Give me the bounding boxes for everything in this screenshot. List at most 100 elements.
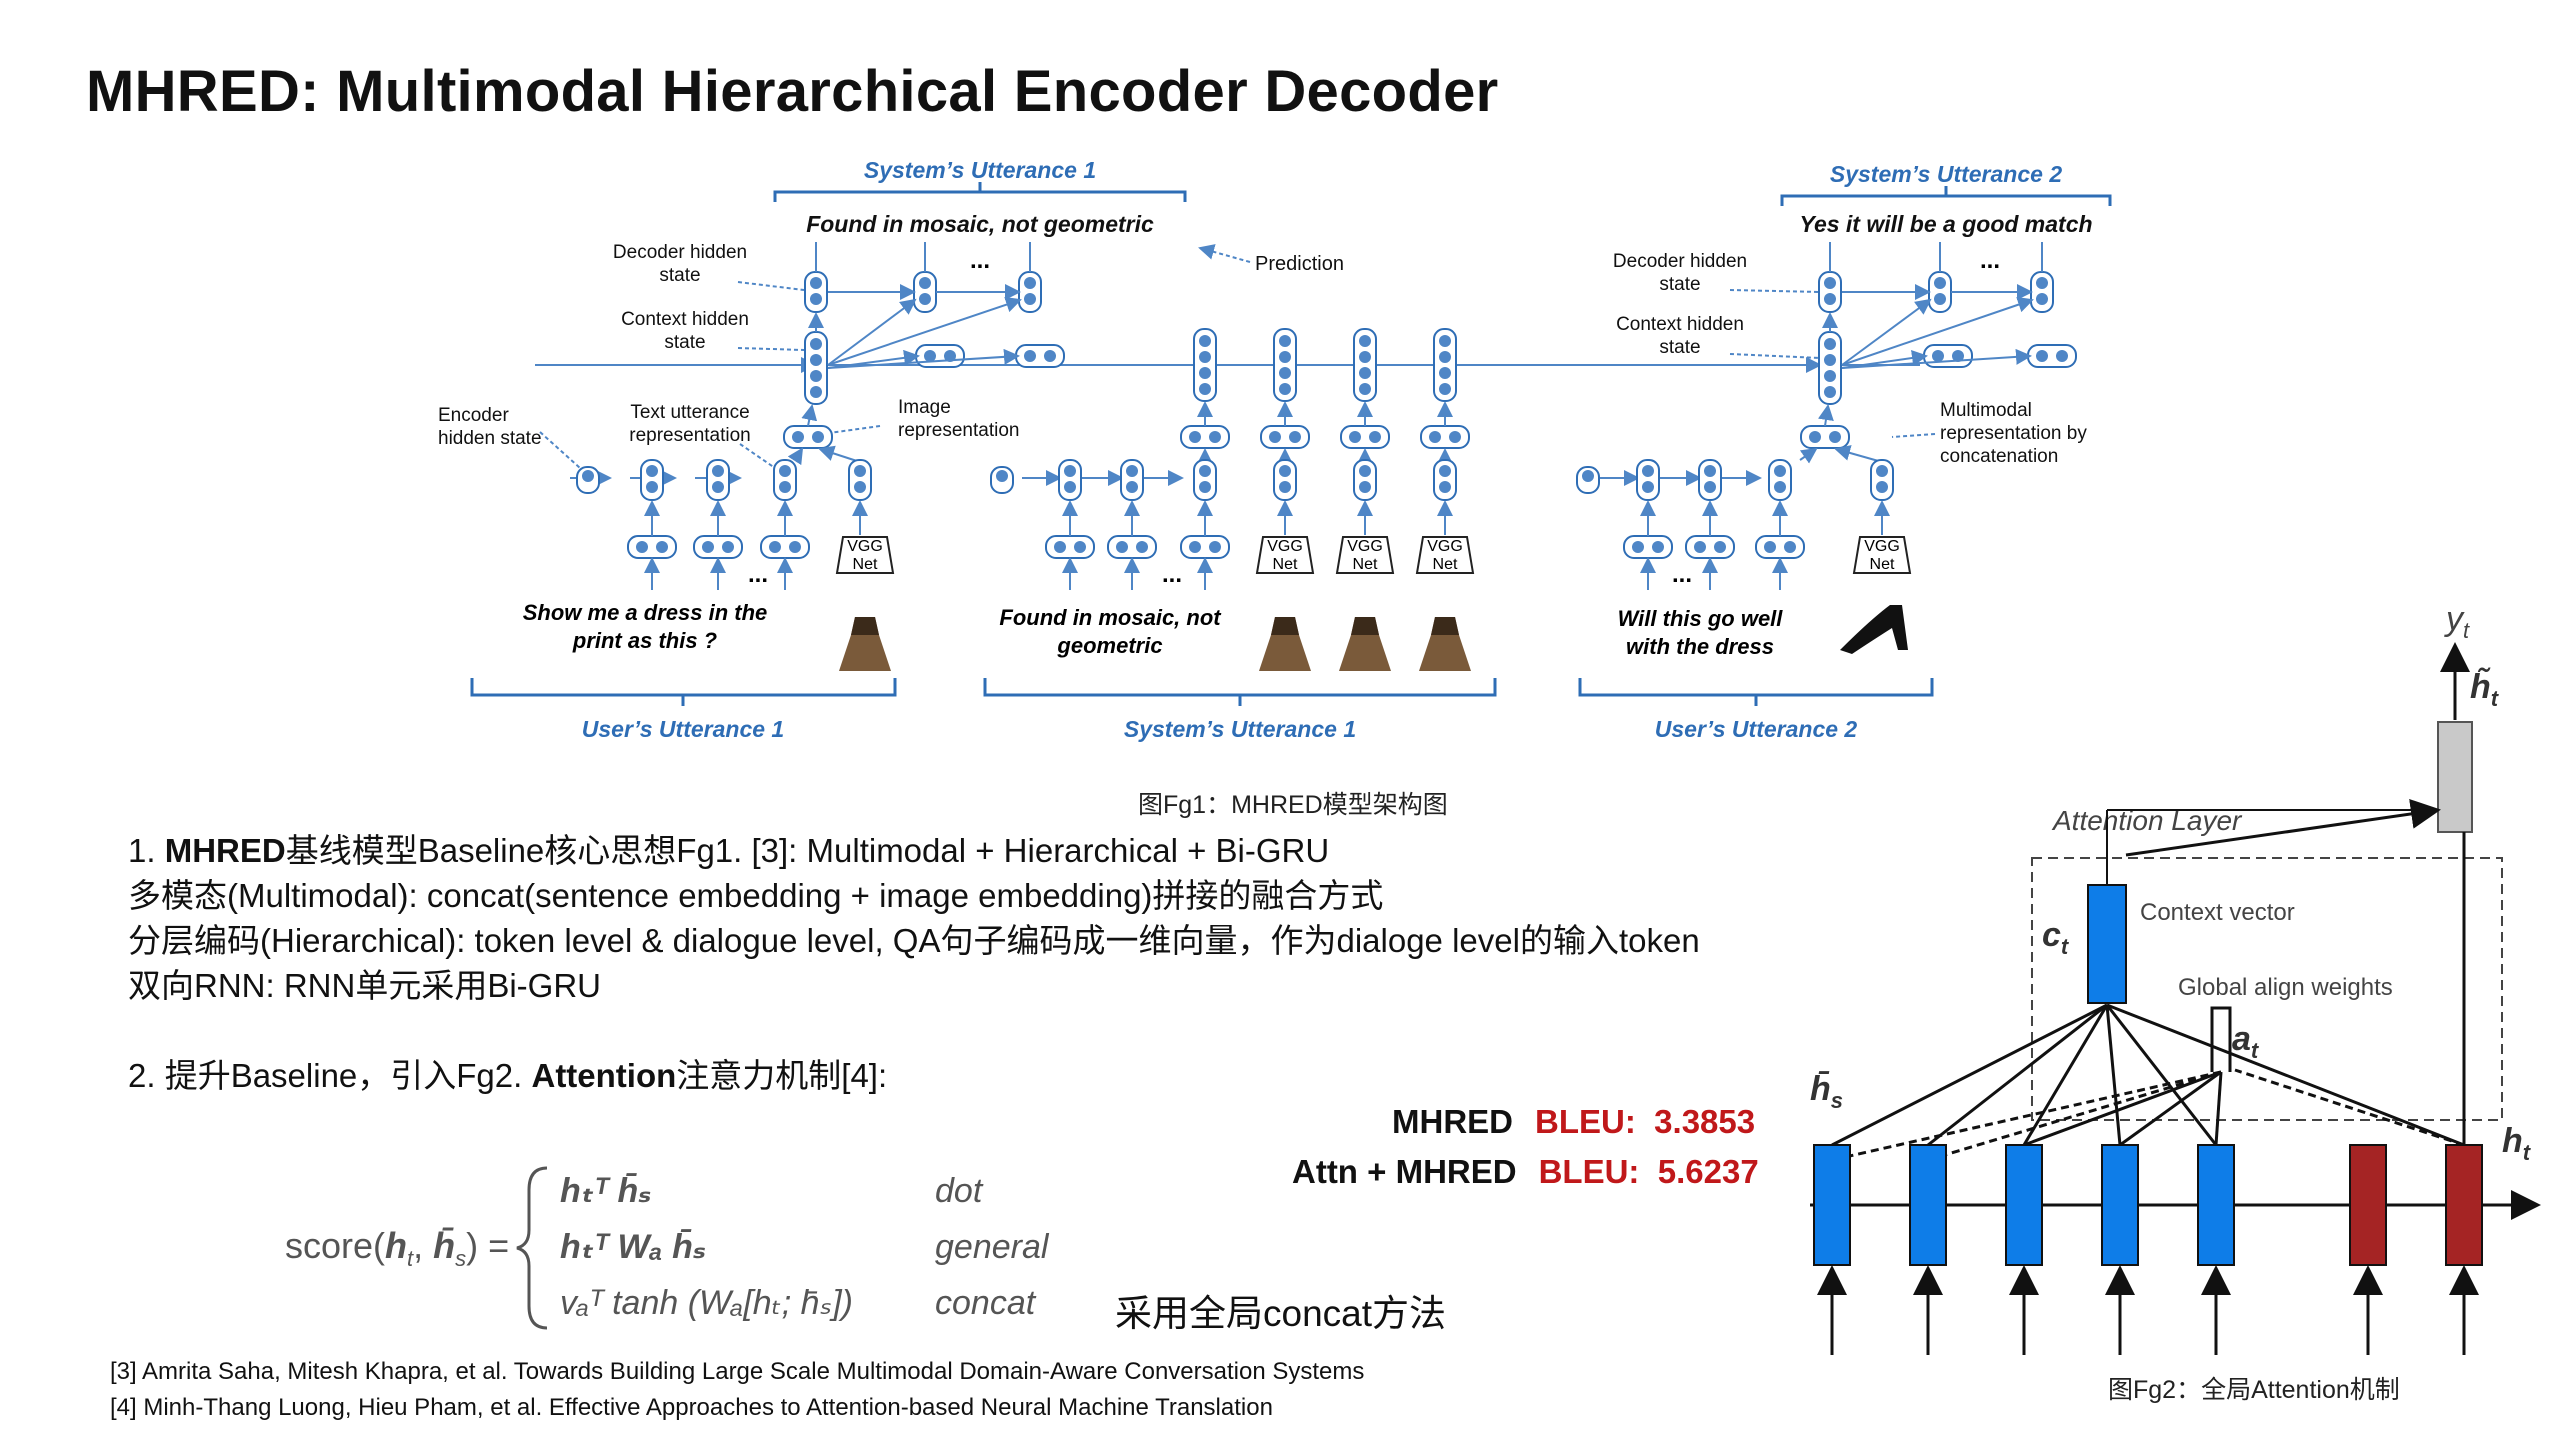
align-weights-bracket (2210, 1006, 2232, 1072)
mid-enc-1 (990, 466, 1014, 494)
vgg-label-1a: VGG (847, 538, 883, 555)
mid-concat-2 (1260, 425, 1310, 449)
heels-image (1840, 605, 1908, 654)
label-user-utt1: User’s Utterance 1 (582, 716, 784, 742)
label-multimodal-b: representation by (1940, 423, 2087, 444)
decoder-state-1 (2349, 1144, 2387, 1266)
decoder-node-2c (2030, 271, 2054, 313)
enc-node-2-3 (1698, 459, 1722, 501)
global-attention-diagram: yt h̃t Attention Layer ct Context vector… (1810, 600, 2541, 1355)
decoder-node-2a (1818, 271, 1842, 313)
dress-image-4 (1419, 617, 1471, 671)
formula-row2: hₜᵀ Wₐ h̄ₛ (560, 1228, 706, 1266)
formula-row3: vₐᵀ tanh (Wₐ[hₜ; h̄ₛ]) (560, 1284, 853, 1322)
mid-enc-2 (1058, 459, 1082, 501)
label-text-utt-a: Text utterance (630, 402, 749, 423)
concat-node-2 (1800, 425, 1850, 449)
context-node-1 (804, 331, 828, 405)
encoder-state-5 (2197, 1144, 2235, 1266)
label-context-vector: Context vector (2140, 899, 2295, 926)
enc-node-2-1 (1576, 466, 1600, 494)
vgg-label-4a: VGG (1427, 538, 1463, 555)
formula-lhs: score(ht, h̄s) = (285, 1225, 509, 1271)
dots-enc-3: ... (1672, 561, 1692, 588)
vgg-label-1b: Net (853, 556, 878, 573)
fig2-caption: 图Fg2：全局Attention机制 (2108, 1376, 2400, 1404)
formula-dot: dot (935, 1172, 984, 1210)
vgg-label-4b: Net (1433, 556, 1458, 573)
show-me-b: print as this ? (572, 628, 717, 653)
attention-layer-box (2031, 857, 2503, 1121)
mid-context-1 (1193, 328, 1217, 402)
emb-node-1 (627, 535, 677, 559)
attentional-hidden-box (2437, 721, 2473, 833)
dots-enc-1: ... (748, 561, 768, 588)
vgg-label-3b: Net (1353, 556, 1378, 573)
context-node-2 (1818, 331, 1842, 405)
mid-emb-3 (1180, 535, 1230, 559)
dress-image-2 (1259, 617, 1311, 671)
bracket-top-sys1 (773, 182, 1187, 202)
label-prediction: Prediction (1255, 253, 1344, 275)
dec-input-2a (1923, 344, 1973, 368)
decoder-state-2 (2445, 1144, 2483, 1266)
label-multimodal-a: Multimodal (1940, 400, 2032, 421)
dress-image-1 (839, 617, 891, 671)
emb-node-2 (693, 535, 743, 559)
will-this-b: with the dress (1626, 634, 1774, 659)
vgg-label-3a: VGG (1347, 538, 1383, 555)
dec-input-2b (2027, 344, 2077, 368)
text-line-3: 分层编码(Hierarchical): token level & dialog… (128, 922, 1700, 959)
label-found-top: Found in mosaic, not geometric (806, 211, 1154, 237)
found-bottom-a: Found in mosaic, not (999, 605, 1222, 630)
mid-emb-1 (1045, 535, 1095, 559)
mid-emb-2 (1107, 535, 1157, 559)
dress-image-3 (1339, 617, 1391, 671)
dec-input-1a (915, 344, 965, 368)
mid-enc-4 (1193, 459, 1217, 501)
enc-node-2-2 (1636, 459, 1660, 501)
vgg-label-5b: Net (1870, 556, 1895, 573)
mid-img-3 (1433, 459, 1457, 501)
label-y-t: yt (2444, 600, 2470, 643)
text-line-5: 2. 提升Baseline，引入Fg2. Attention注意力机制[4]: (128, 1057, 888, 1094)
label-encoder-hidden-a: Encoder (438, 405, 509, 426)
label-context-hidden-1a: Context hidden (621, 309, 749, 330)
reference-4: [4] Minh-Thang Luong, Hieu Pham, et al. … (110, 1394, 1273, 1421)
show-me-a: Show me a dress in the (523, 600, 768, 625)
mhred-architecture-diagram: System’s Utterance 1 Found in mosaic, no… (438, 157, 2112, 742)
formula-concat: concat (935, 1284, 1037, 1322)
encoder-state-1 (1813, 1144, 1851, 1266)
encoder-state-4 (2101, 1144, 2139, 1266)
text-line-1: 1. MHRED基线模型Baseline核心思想Fg1. [3]: Multim… (128, 832, 1330, 869)
vgg-label-2a: VGG (1267, 538, 1303, 555)
formula-row1: hₜᵀ h̄ₛ (560, 1172, 651, 1210)
img-node-1 (848, 459, 872, 501)
emb-node-2-3 (1755, 535, 1805, 559)
enc-node-1 (576, 466, 600, 494)
label-context-hidden-1b: state (664, 332, 705, 353)
label-sys-utt1-top: System’s Utterance 1 (864, 157, 1096, 183)
enc-node-3 (706, 459, 730, 501)
text-line-2: 多模态(Multimodal): concat(sentence embeddi… (128, 877, 1384, 914)
label-sys-utt1-bottom: System’s Utterance 1 (1124, 716, 1356, 742)
encoder-state-3 (2005, 1144, 2043, 1266)
decoder-node-1a (804, 271, 828, 313)
label-decoder-hidden-2b: state (1659, 274, 1700, 295)
label-h-t: ht (2502, 1122, 2532, 1165)
text-line-4: 双向RNN: RNN单元采用Bi-GRU (128, 967, 601, 1004)
decoder-node-1c (1018, 271, 1042, 313)
emb-node-2-2 (1685, 535, 1735, 559)
dots-dec-1: ... (970, 247, 990, 274)
label-multimodal-c: concatenation (1940, 446, 2058, 467)
label-h-tilde: h̃t (2470, 667, 2500, 711)
label-image-repr-a: Image (898, 397, 951, 418)
label-c-t: ct (2042, 916, 2070, 959)
enc-node-2-4 (1768, 459, 1792, 501)
label-decoder-hidden-1b: state (659, 265, 700, 286)
encoder-state-2 (1909, 1144, 1947, 1266)
fig1-caption: 图Fg1：MHRED模型架构图 (1138, 791, 1448, 819)
mid-img-2 (1353, 459, 1377, 501)
